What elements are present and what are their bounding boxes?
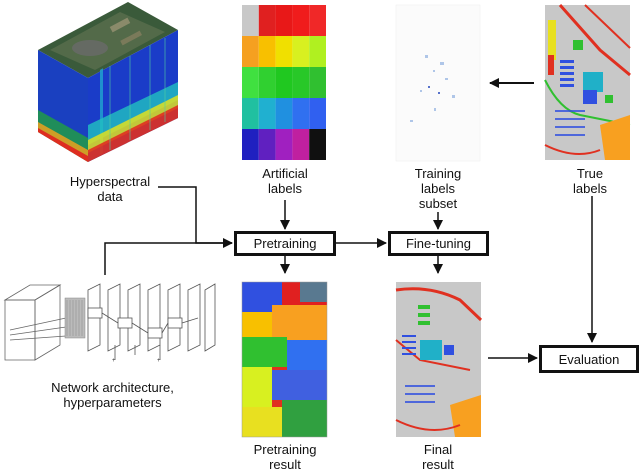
training-label-line2: labels bbox=[421, 181, 455, 196]
artificial-label-cell bbox=[258, 36, 276, 67]
network-label-line2: hyperparameters bbox=[63, 395, 162, 410]
arrow-network-to-pretraining bbox=[104, 242, 232, 275]
artificial-labels-grid bbox=[242, 5, 326, 160]
training-label-line3: subset bbox=[418, 196, 458, 211]
final-result-label: Final result bbox=[388, 442, 488, 472]
artificial-label-cell bbox=[275, 5, 293, 36]
artificial-label-cell bbox=[242, 36, 259, 67]
artificial-label-cell bbox=[258, 129, 276, 160]
artificial-label-cell bbox=[275, 36, 293, 67]
hyperspectral-label-line1: Hyperspectral bbox=[69, 174, 151, 189]
true-label-line2: labels bbox=[573, 181, 607, 196]
artificial-label-cell bbox=[258, 5, 276, 36]
evaluation-box: Evaluation bbox=[539, 345, 639, 373]
artificial-label-line2: labels bbox=[268, 181, 302, 196]
artificial-label-line1: Artificial bbox=[262, 166, 308, 181]
true-labels-label: True labels bbox=[545, 166, 635, 196]
artificial-label-cell bbox=[309, 36, 326, 67]
final-result-line1: Final bbox=[423, 442, 453, 457]
network-label-line1: Network architecture, bbox=[51, 380, 174, 395]
artificial-label-cell bbox=[309, 67, 326, 98]
pretraining-result-line2: result bbox=[269, 457, 301, 472]
training-label-line1: Training bbox=[414, 166, 462, 181]
svg-text:+: + bbox=[112, 358, 116, 364]
artificial-label-cell bbox=[275, 98, 293, 129]
artificial-label-cell bbox=[292, 129, 310, 160]
artificial-label-cell bbox=[275, 67, 293, 98]
artificial-label-cell bbox=[275, 129, 293, 160]
artificial-label-cell bbox=[309, 5, 326, 36]
hyperspectral-label-line2: data bbox=[97, 189, 123, 204]
pretraining-result-label: Pretraining result bbox=[235, 442, 335, 472]
artificial-label-cell bbox=[309, 98, 326, 129]
artificial-label-cell bbox=[242, 98, 259, 129]
network-architecture-label: Network architecture, hyperparameters bbox=[25, 380, 200, 410]
artificial-label-cell bbox=[292, 98, 310, 129]
true-label-line1: True bbox=[576, 166, 604, 181]
finetuning-box: Fine-tuning bbox=[388, 231, 489, 256]
artificial-label-cell bbox=[309, 129, 326, 160]
artificial-label-cell bbox=[242, 5, 259, 36]
pretraining-box: Pretraining bbox=[234, 231, 336, 256]
training-labels-subset-label: Training labels subset bbox=[388, 166, 488, 211]
artificial-label-cell bbox=[242, 129, 259, 160]
artificial-label-cell bbox=[292, 36, 310, 67]
artificial-label-cell bbox=[242, 67, 259, 98]
hyperspectral-data-label: Hyperspectral data bbox=[55, 174, 165, 204]
svg-text:+: + bbox=[157, 358, 161, 364]
final-result-line2: result bbox=[422, 457, 454, 472]
pretraining-result-line1: Pretraining bbox=[253, 442, 317, 457]
artificial-label-cell bbox=[258, 67, 276, 98]
artificial-label-cell bbox=[292, 5, 310, 36]
artificial-label-cell bbox=[258, 98, 276, 129]
artificial-labels-label: Artificial labels bbox=[235, 166, 335, 196]
artificial-label-cell bbox=[292, 67, 310, 98]
